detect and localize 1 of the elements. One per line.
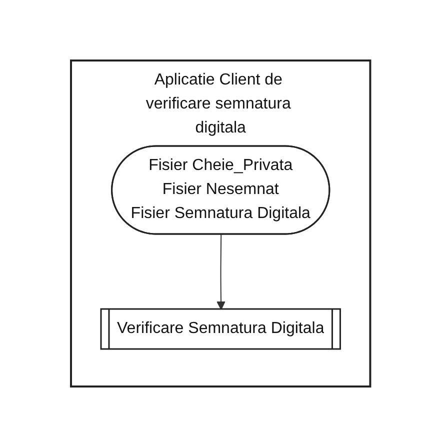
arrow [217,234,226,310]
